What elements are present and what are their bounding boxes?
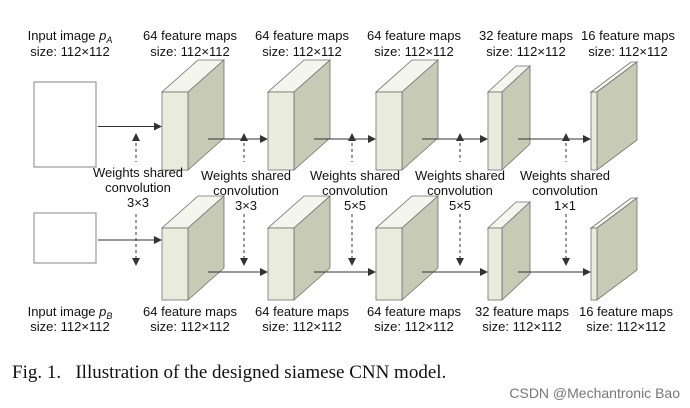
layer-bottom-maps-5: 16 feature maps <box>579 304 673 319</box>
layer-top-size-1: size: 112×112 <box>150 44 229 59</box>
weights-label-3-line2: convolution <box>322 183 388 198</box>
shared-link-1-upper-head <box>132 133 140 141</box>
layer-bottom-size-3: size: 112×112 <box>374 319 453 334</box>
weights-label-1-line2: convolution <box>105 180 171 195</box>
feature-block-top-4 <box>487 91 503 171</box>
feature-block-bottom-1 <box>161 227 189 301</box>
layer-top-maps-4: 32 feature maps <box>479 28 573 43</box>
layer-bottom-size-1: size: 112×112 <box>150 319 229 334</box>
layer-bottom-size-2: size: 112×112 <box>262 319 341 334</box>
weights-label-1-kernel: 3×3 <box>127 195 149 210</box>
shared-link-3-upper-head <box>348 133 356 141</box>
input-bottom-label: Input image pB <box>28 304 113 321</box>
weights-label-4-line2: convolution <box>427 183 493 198</box>
layer-bottom-maps-3: 64 feature maps <box>367 304 461 319</box>
weights-label-5-kernel: 1×1 <box>554 198 576 213</box>
weights-label-3-kernel: 5×5 <box>344 198 366 213</box>
weights-label-2-line2: convolution <box>213 183 279 198</box>
weights-label-5-line2: convolution <box>532 183 598 198</box>
figure-caption: Fig. 1. Illustration of the designed sia… <box>12 362 446 383</box>
shared-link-4-lower-head <box>456 258 464 266</box>
input-image-bottom <box>33 212 97 264</box>
layer-top-size-3: size: 112×112 <box>374 44 453 59</box>
shared-link-5-lower-head <box>562 258 570 266</box>
shared-link-3-lower-head <box>348 258 356 266</box>
layer-bottom-maps-4: 32 feature maps <box>475 304 569 319</box>
shared-link-4-upper-head <box>456 133 464 141</box>
shared-link-1-lower-head <box>132 258 140 266</box>
input-top-label: Input image pA <box>28 28 113 45</box>
input-bottom-size: size: 112×112 <box>30 319 109 334</box>
feature-block-top-3 <box>375 91 403 171</box>
feature-block-bottom-3 <box>375 227 403 301</box>
shared-link-2-lower-head <box>240 258 248 266</box>
weights-label-2-kernel: 3×3 <box>235 198 257 213</box>
shared-link-2-upper-head <box>240 133 248 141</box>
layer-top-maps-1: 64 feature maps <box>143 28 237 43</box>
feature-block-bottom-2 <box>267 227 295 301</box>
feature-block-bottom-4 <box>487 227 503 301</box>
feature-block-top-1 <box>161 91 189 171</box>
layer-bottom-maps-1: 64 feature maps <box>143 304 237 319</box>
input-image-top <box>33 81 97 168</box>
bottom-branch <box>33 195 639 301</box>
layer-top-maps-3: 64 feature maps <box>367 28 461 43</box>
layer-bottom-size-4: size: 112×112 <box>482 319 561 334</box>
layer-top-maps-2: 64 feature maps <box>255 28 349 43</box>
weights-label-3-line1: Weights shared <box>310 168 400 183</box>
layer-top-size-4: size: 112×112 <box>486 44 565 59</box>
layer-bottom-maps-2: 64 feature maps <box>255 304 349 319</box>
weights-label-2-line1: Weights shared <box>201 168 291 183</box>
weights-label-5-line1: Weights shared <box>520 168 610 183</box>
layer-top-maps-5: 16 feature maps <box>581 28 675 43</box>
weight-sharing-links <box>132 133 570 266</box>
layer-top-size-5: size: 112×112 <box>588 44 667 59</box>
layer-bottom-size-5: size: 112×112 <box>586 319 665 334</box>
top-branch <box>33 59 639 171</box>
shared-link-5-upper-head <box>562 133 570 141</box>
feature-block-bottom-5 <box>590 227 598 301</box>
watermark: CSDN @Mechantronic Bao <box>509 385 680 401</box>
input-top-size: size: 112×112 <box>30 44 109 59</box>
feature-block-top-5 <box>590 91 598 171</box>
feature-block-bottom-5-side-face <box>596 197 638 301</box>
feature-block-top-2 <box>267 91 295 171</box>
weights-label-4-line1: Weights shared <box>415 168 505 183</box>
weights-label-1-line1: Weights shared <box>93 165 183 180</box>
layer-top-size-2: size: 112×112 <box>262 44 341 59</box>
weights-label-4-kernel: 5×5 <box>449 198 471 213</box>
feature-block-top-5-side-face <box>596 61 638 171</box>
